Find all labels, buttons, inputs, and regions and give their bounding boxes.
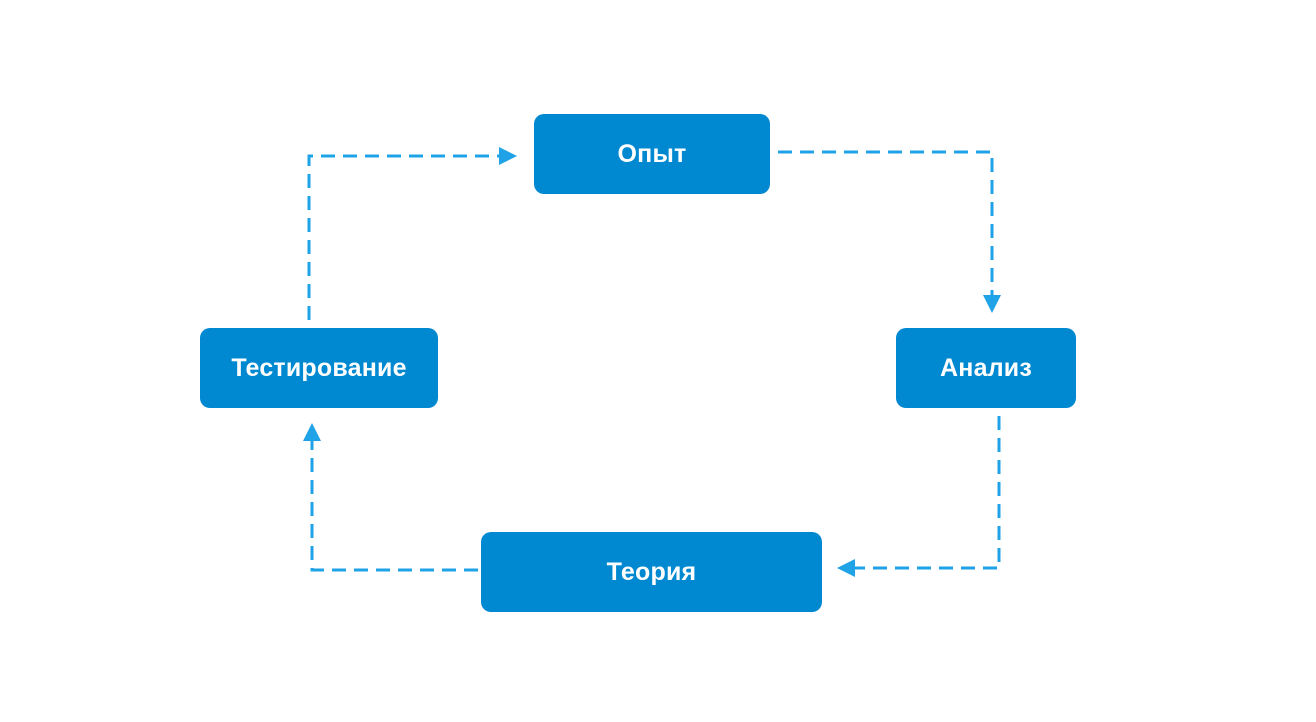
node-experience-label: Опыт bbox=[617, 139, 687, 168]
arrow-experience-to-analysis bbox=[778, 150, 1001, 313]
node-experience: Опыт bbox=[534, 114, 770, 194]
node-testing: Тестирование bbox=[200, 328, 438, 408]
node-theory: Теория bbox=[481, 532, 822, 612]
node-theory-label: Теория bbox=[606, 557, 697, 586]
node-analysis: Анализ bbox=[896, 328, 1076, 408]
node-analysis-label: Анализ bbox=[940, 353, 1032, 382]
arrow-theory-to-testing bbox=[303, 423, 478, 572]
node-testing-label: Тестирование bbox=[231, 353, 407, 382]
arrow-analysis-to-theory bbox=[837, 416, 1001, 577]
arrow-testing-to-experience bbox=[307, 147, 517, 320]
